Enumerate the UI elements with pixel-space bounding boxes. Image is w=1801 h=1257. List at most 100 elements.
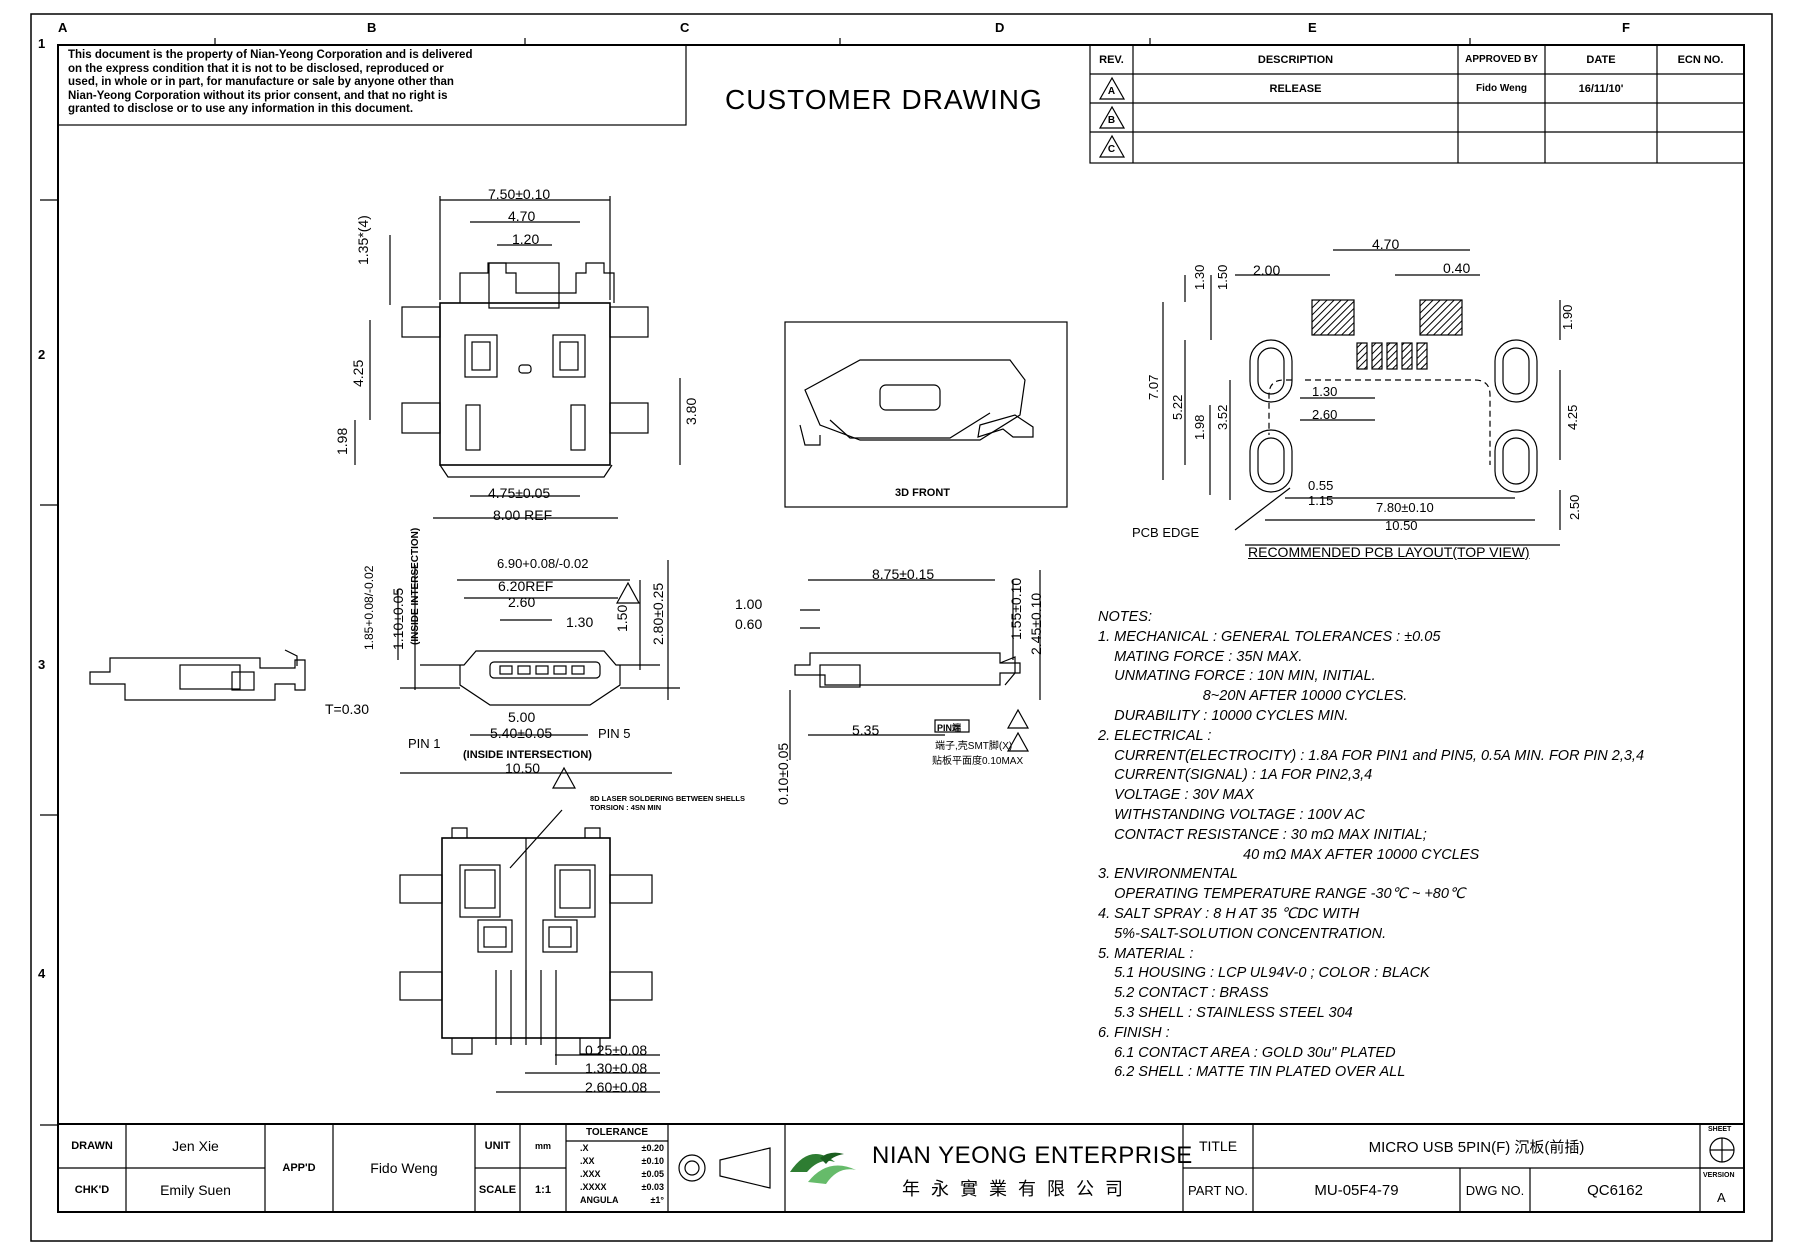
dim-label: 0.10±0.05 — [775, 742, 791, 805]
side-view — [789, 570, 1041, 760]
dim-label: 2.60±0.08 — [585, 1079, 648, 1095]
tolerance-title: TOLERANCE — [585, 1127, 649, 1138]
dim-label: 1.55±0.10 — [1008, 577, 1024, 640]
rev-a-letter: A — [1107, 85, 1116, 97]
rev-header-approved: APPROVED BY — [1465, 54, 1538, 65]
rev-b-letter: B — [1107, 114, 1116, 126]
note-line: CURRENT(ELECTROCITY) : 1.8A FOR PIN1 and… — [1098, 747, 1645, 764]
dim-label: 0.25±0.08 — [585, 1042, 648, 1058]
laser-note-line: 8D LASER SOLDERING BETWEEN SHELLS — [590, 794, 746, 803]
front-view — [397, 560, 680, 789]
checked-label: CHK'D — [74, 1184, 110, 1196]
zone-ticks — [40, 38, 1471, 1126]
sheet-label: SHEET — [1708, 1126, 1732, 1133]
dim-label: 1.50 — [614, 604, 630, 632]
zone-label-a: A — [58, 20, 68, 35]
scale-label: SCALE — [478, 1184, 517, 1196]
dwg-no-value: QC6162 — [1587, 1181, 1643, 1199]
notes-heading: NOTES: — [1098, 609, 1152, 625]
unit-label: UNIT — [484, 1140, 511, 1152]
pcb-edge-label: PCB EDGE — [1132, 525, 1200, 540]
notice-line: used, in whole or in part, for manufactu… — [68, 76, 454, 88]
outer-frame — [30, 13, 1773, 1242]
tol-value: ±0.03 — [641, 1182, 664, 1192]
part-no-value: MU-05F4-79 — [1314, 1181, 1399, 1199]
dim-label: 5.00 — [508, 709, 536, 725]
checked-value: Emily Suen — [160, 1182, 231, 1198]
rev-header-ecn: ECN NO. — [1677, 53, 1724, 66]
dim-label: 10.50 — [505, 760, 541, 776]
note-line: UNMATING FORCE : 10N MIN, INITIAL. — [1098, 668, 1376, 685]
company-name-en: NIAN YEONG ENTERPRISE — [872, 1142, 1193, 1169]
dim-label: 4.70 — [1372, 236, 1400, 252]
dim-label: 1.15 — [1308, 493, 1334, 508]
note-line: 5. MATERIAL : — [1098, 945, 1194, 962]
3d-front-view — [784, 321, 1068, 508]
note-line: VOLTAGE : 30V MAX — [1098, 787, 1254, 804]
rev-a-approved: Fido Weng — [1476, 83, 1527, 94]
rev-header-description: DESCRIPTION — [1257, 53, 1334, 66]
tol-key: .XX — [580, 1156, 595, 1166]
title-label: TITLE — [1198, 1138, 1238, 1154]
note-line: 6. FINISH : — [1098, 1024, 1170, 1041]
tol-key: .X — [580, 1143, 589, 1153]
ownership-notice: This document is the property of Nian-Ye… — [68, 49, 680, 117]
note-line: CONTACT RESISTANCE : 30 mΩ MAX INITIAL; — [1098, 826, 1427, 843]
version-value: A — [1717, 1190, 1726, 1205]
side-note-box: PIN端 — [937, 723, 962, 733]
rev-header-date: DATE — [1586, 53, 1616, 66]
rev-c-letter: C — [1107, 143, 1116, 155]
tol-value: ±0.05 — [641, 1169, 664, 1179]
top-view — [354, 196, 681, 519]
dim-label: 8.00 REF — [493, 507, 553, 523]
zone-label-e: E — [1308, 20, 1317, 35]
note-line: MATING FORCE : 35N MAX. — [1098, 648, 1303, 665]
dim-label: T=0.30 — [325, 701, 369, 717]
dim-label: 2.80±0.25 — [650, 582, 666, 645]
dwg-no-label: DWG NO. — [1465, 1182, 1525, 1198]
dim-label: (INSIDE INTERSECTION) — [410, 527, 421, 645]
dim-label: 0.60 — [735, 616, 763, 632]
dim-label: 3.52 — [1215, 404, 1230, 430]
note-line: 6.2 SHELL : MATTE TIN PLATED OVER ALL — [1098, 1064, 1406, 1081]
revision-table-grid — [1089, 44, 1745, 164]
title-value: MICRO USB 5PIN(F) 沉板(前插) — [1368, 1138, 1585, 1156]
zone-label-b: B — [367, 20, 377, 35]
dim-label: 2.60 — [508, 594, 536, 610]
note-line: OPERATING TEMPERATURE RANGE -30℃ ~ +80℃ — [1098, 886, 1466, 903]
company-logo — [790, 1152, 856, 1184]
zone-label-c: C — [680, 20, 690, 35]
note-line: 5.2 CONTACT : BRASS — [1098, 985, 1269, 1002]
dim-label: 2.60 — [1312, 407, 1338, 422]
dim-label: 1.20 — [512, 231, 540, 247]
rev-a-date: 16/11/10' — [1578, 82, 1624, 95]
zone-label-4: 4 — [38, 966, 46, 981]
unit-value: mm — [534, 1141, 551, 1151]
dim-label: 4.25 — [1565, 404, 1580, 430]
pcb-layout — [1162, 249, 1561, 546]
dim-label: 3.80 — [683, 397, 699, 425]
pin5-label: PIN 5 — [598, 726, 631, 741]
scale-value: 1:1 — [535, 1184, 551, 1196]
pcb-layout-caption: RECOMMENDED PCB LAYOUT(TOP VIEW) — [1248, 544, 1530, 560]
dim-label: 7.07 — [1146, 374, 1161, 400]
note-line: CURRENT(SIGNAL) : 1A FOR PIN2,3,4 — [1098, 767, 1373, 784]
dim-label: 1.30 — [1312, 384, 1338, 399]
rev-header-rev: REV. — [1099, 53, 1124, 66]
tol-key: ANGULA — [580, 1195, 619, 1205]
dim-label: 6.90+0.08/-0.02 — [497, 556, 589, 571]
note-line: 8~20N AFTER 10000 CYCLES. — [1098, 688, 1408, 705]
dim-label: 2.45±0.10 — [1028, 592, 1044, 655]
dim-label: 1.00 — [735, 596, 763, 612]
3d-front-label: 3D FRONT — [895, 487, 950, 499]
dim-label: 5.22 — [1170, 394, 1185, 420]
note-line: 4. SALT SPRAY : 8 H AT 35 ℃DC WITH — [1098, 905, 1360, 922]
notice-line: on the express condition that it is not … — [68, 62, 444, 75]
drawn-value: Jen Xie — [172, 1138, 219, 1154]
tol-value: ±0.20 — [641, 1143, 664, 1153]
pin1-label: PIN 1 — [408, 736, 441, 751]
dim-label: 2.50 — [1567, 494, 1582, 520]
note-line: 40 mΩ MAX AFTER 10000 CYCLES — [1098, 846, 1480, 863]
dim-label: 1.30 — [1192, 264, 1207, 290]
approved-value: Fido Weng — [370, 1160, 438, 1176]
